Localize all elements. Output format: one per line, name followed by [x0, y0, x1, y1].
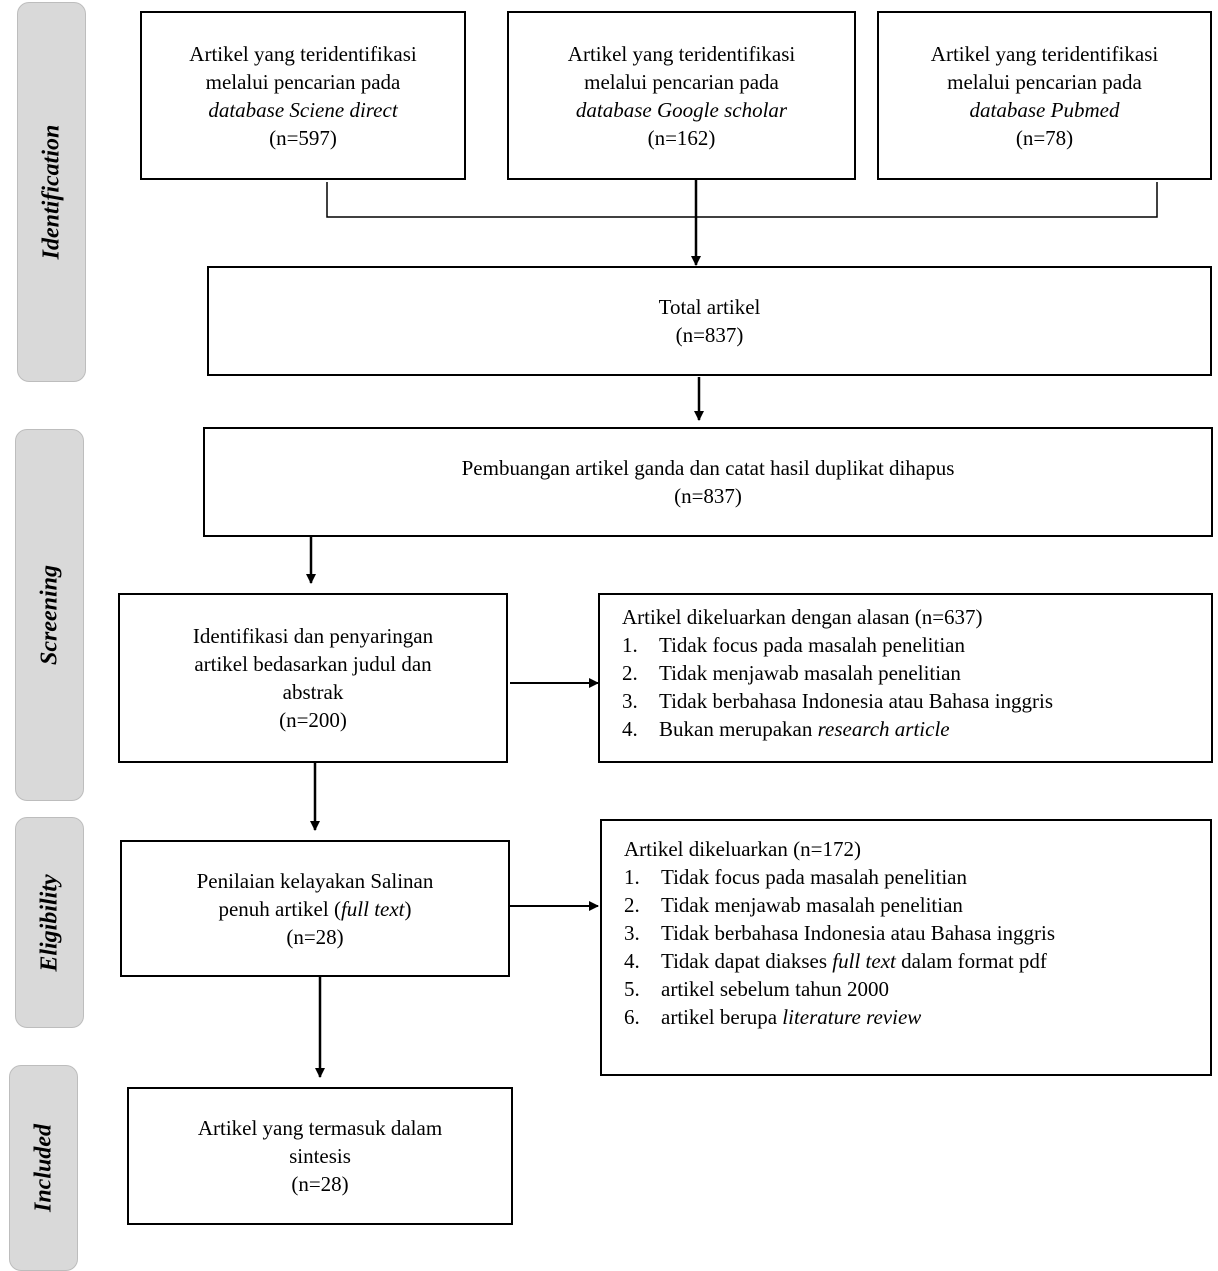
list-item: 2. Tidak menjawab masalah penelitian [624, 893, 963, 917]
list-item: 3. Tidak berbahasa Indonesia atau Bahasa… [624, 921, 1056, 945]
dedup-label: Pembuangan artikel ganda dan catat hasil… [461, 456, 955, 480]
phase-screening: Screening [15, 429, 84, 801]
eligibility-box: Penilaian kelayakan Salinan penuh artike… [120, 840, 510, 977]
list-item: 1. Tidak focus pada masalah penelitian [622, 633, 965, 657]
dedup-box: Pembuangan artikel ganda dan catat hasil… [203, 427, 1213, 537]
eligibility-line1: Penilaian kelayakan Salinan [196, 868, 434, 893]
list-item: 1. Tidak focus pada masalah penelitian [624, 865, 967, 889]
source-line2: melalui pencarian pada [947, 69, 1142, 94]
source-box-sciencedirect: Artikel yang teridentifikasi melalui pen… [140, 11, 466, 180]
list-item: 6. artikel berupa literature review [624, 1005, 922, 1029]
list-item: 4. Bukan merupakan research article [622, 717, 950, 741]
included-box: Artikel yang termasuk dalam sintesis (n=… [127, 1087, 513, 1225]
source-line3: database Pubmed [969, 97, 1120, 122]
source-line1: Artikel yang teridentifikasi [567, 41, 796, 66]
phase-included: Included [9, 1065, 78, 1271]
phase-identification: Identification [17, 2, 86, 382]
source-line3: database Google scholar [575, 97, 788, 122]
total-box: Total artikel (n=837) [207, 266, 1212, 376]
excluded-eligibility-box: Artikel dikeluarkan (n=172) 1. Tidak foc… [600, 819, 1212, 1076]
total-count: (n=837) [675, 323, 744, 347]
source-line2: melalui pencarian pada [205, 69, 401, 94]
excluded-eligibility-title: Artikel dikeluarkan (n=172) [624, 837, 861, 861]
screening-line2: artikel bedasarkan judul dan [194, 652, 432, 676]
source-line1: Artikel yang teridentifikasi [930, 41, 1159, 66]
list-item: 3. Tidak berbahasa Indonesia atau Bahasa… [622, 689, 1054, 713]
total-label: Total artikel [658, 295, 761, 319]
eligibility-count: (n=28) [286, 924, 344, 949]
source-merge-line [326, 182, 1158, 218]
included-line2: sintesis [289, 1144, 351, 1168]
source-box-google-scholar: Artikel yang teridentifikasi melalui pen… [507, 11, 856, 180]
included-count: (n=28) [291, 1172, 349, 1196]
screening-count: (n=200) [279, 708, 347, 732]
phase-eligibility: Eligibility [15, 817, 84, 1028]
screening-line1: Identifikasi dan penyaringan [192, 624, 434, 648]
source-count: (n=162) [647, 125, 716, 150]
source-line3: database Sciene direct [208, 97, 398, 122]
list-item: 5. artikel sebelum tahun 2000 [624, 977, 890, 1001]
included-line1: Artikel yang termasuk dalam [197, 1116, 443, 1140]
source-line1: Artikel yang teridentifikasi [189, 41, 417, 66]
source-count: (n=78) [1015, 125, 1074, 150]
list-item: 4. Tidak dapat diakses full text dalam f… [624, 949, 1047, 973]
screening-box: Identifikasi dan penyaringan artikel bed… [118, 593, 508, 763]
source-box-pubmed: Artikel yang teridentifikasi melalui pen… [877, 11, 1212, 180]
source-line2: melalui pencarian pada [584, 69, 779, 94]
screening-line3: abstrak [282, 680, 344, 704]
excluded-screening-box: Artikel dikeluarkan dengan alasan (n=637… [598, 593, 1213, 763]
list-item: 2. Tidak menjawab masalah penelitian [622, 661, 961, 685]
source-count: (n=597) [269, 125, 337, 150]
dedup-count: (n=837) [674, 484, 742, 508]
excluded-screening-title: Artikel dikeluarkan dengan alasan (n=637… [622, 605, 983, 629]
eligibility-line2: penuh artikel (full text) [218, 896, 412, 921]
